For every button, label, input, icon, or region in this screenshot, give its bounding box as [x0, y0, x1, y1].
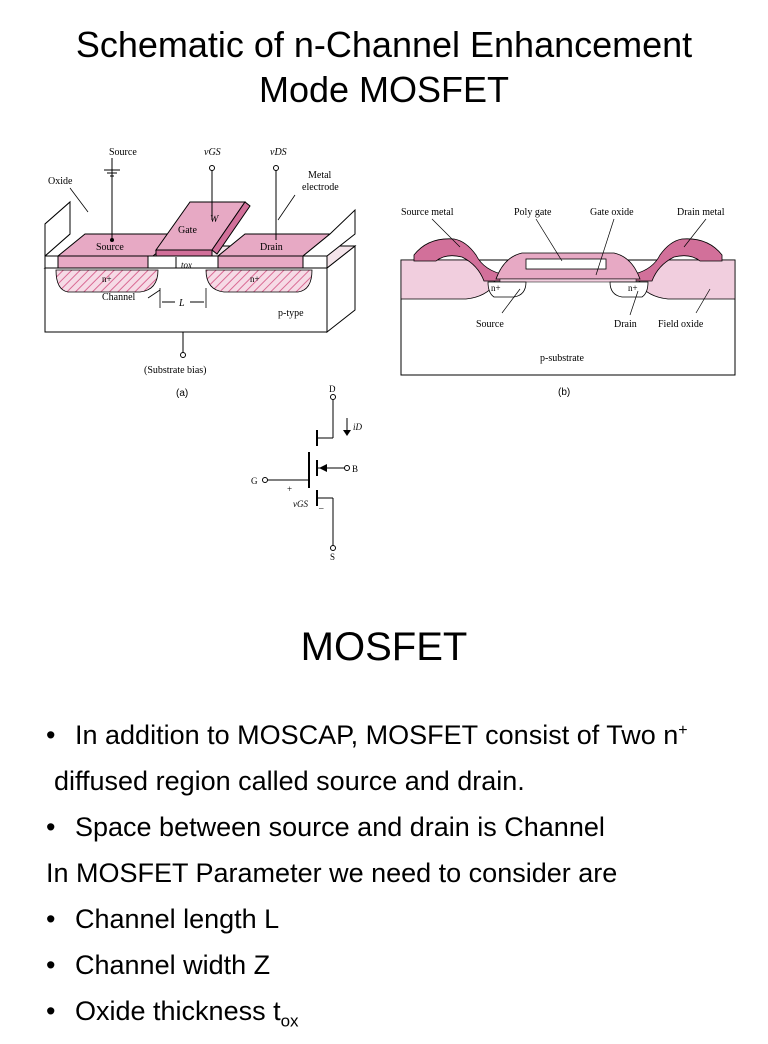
label-minus: _: [318, 500, 324, 510]
label-tox: tox: [181, 260, 192, 270]
label-g: G: [251, 476, 258, 486]
bullet-3-text: Channel length L: [75, 904, 280, 934]
label-vgs: vGS: [204, 147, 221, 158]
label-b: B: [352, 464, 358, 474]
label-n-plus-b-2: n+: [628, 283, 638, 293]
label-source-metal: Source metal: [401, 207, 454, 218]
list-item: • Space between source and drain is Chann…: [46, 804, 761, 850]
figure-a-label: (a): [176, 388, 188, 399]
bullet-icon: •: [46, 996, 56, 1026]
label-n-plus-1: n+: [102, 274, 112, 284]
label-source-terminal: Source: [109, 147, 137, 158]
label-source-region: Source: [96, 242, 124, 253]
bullet-icon: •: [46, 720, 56, 750]
label-gate: Gate: [178, 225, 197, 236]
label-plus: +: [287, 484, 292, 494]
slide-title-line-2: Mode MOSFET: [258, 69, 510, 110]
mosfet-heading: MOSFET: [300, 625, 468, 669]
figure-a-3d-cross-section: Source vGS vDS Oxide Metal electrode Gat…: [43, 147, 357, 399]
mosfet-circuit-symbol: D iD B G + vGS _ S: [251, 384, 363, 562]
bullet-1-superscript: +: [678, 722, 688, 739]
label-oxide: Oxide: [48, 176, 73, 187]
bullet-2-text: Space between source and drain is Channe…: [75, 812, 605, 842]
label-w: W: [210, 214, 220, 225]
bullet-1-text: In addition to MOSCAP, MOSFET consist of…: [75, 720, 679, 750]
label-channel: Channel: [102, 292, 136, 303]
bullet-icon: •: [46, 812, 56, 842]
list-item: • Channel width Z: [46, 942, 761, 988]
label-gate-oxide: Gate oxide: [590, 207, 634, 218]
label-poly-gate: Poly gate: [514, 207, 552, 218]
list-item: • In addition to MOSCAP, MOSFET consist o…: [46, 712, 761, 758]
bullet-4-text: Channel width Z: [75, 950, 271, 980]
label-l: L: [178, 298, 185, 309]
label-metal-electrode-1: Metal: [308, 170, 332, 181]
label-metal-electrode-2: electrode: [302, 182, 339, 193]
label-s: S: [330, 552, 335, 562]
bullet-icon: •: [46, 950, 56, 980]
bullet-icon: •: [46, 904, 56, 934]
parameter-intro: In MOSFET Parameter we need to consider …: [46, 858, 618, 888]
label-substrate-bias: (Substrate bias): [144, 365, 207, 376]
bullet-5-text: Oxide thickness t: [75, 996, 281, 1026]
label-n-plus-2: n+: [250, 274, 260, 284]
figure-b-label: (b): [558, 387, 570, 398]
label-field-oxide: Field oxide: [658, 319, 704, 330]
label-drain-region: Drain: [260, 242, 283, 253]
label-drain-b: Drain: [614, 319, 637, 330]
label-n-plus-b-1: n+: [491, 283, 501, 293]
list-item: • Oxide thickness tox: [46, 988, 761, 1034]
n-plus-drain-region: [205, 269, 313, 293]
label-drain-metal: Drain metal: [677, 207, 725, 218]
list-item-continuation: diffused region called source and drain.: [54, 766, 525, 796]
mosfet-bullet-list: • In addition to MOSCAP, MOSFET consist o…: [46, 712, 761, 1034]
drain-metal-b: [629, 238, 723, 282]
label-source-b: Source: [476, 319, 504, 330]
label-d: D: [329, 384, 336, 394]
label-p-type: p-type: [278, 308, 304, 319]
slide-title: Schematic of n-Channel Enhancement Mode …: [0, 22, 768, 112]
figure-b-cross-section: Source metal Poly gate Gate oxide Drain …: [400, 207, 736, 398]
label-vds: vDS: [270, 147, 287, 158]
source-metal-b: [413, 238, 507, 282]
label-p-substrate: p-substrate: [540, 353, 584, 364]
slide-title-line-1: Schematic of n-Channel Enhancement: [75, 24, 693, 65]
n-plus-source-region: [55, 269, 159, 293]
label-vgs-symbol: vGS: [293, 499, 308, 509]
label-id: iD: [353, 422, 363, 432]
list-item: • Channel length L: [46, 896, 761, 942]
bullet-5-subscript: ox: [280, 1011, 299, 1031]
